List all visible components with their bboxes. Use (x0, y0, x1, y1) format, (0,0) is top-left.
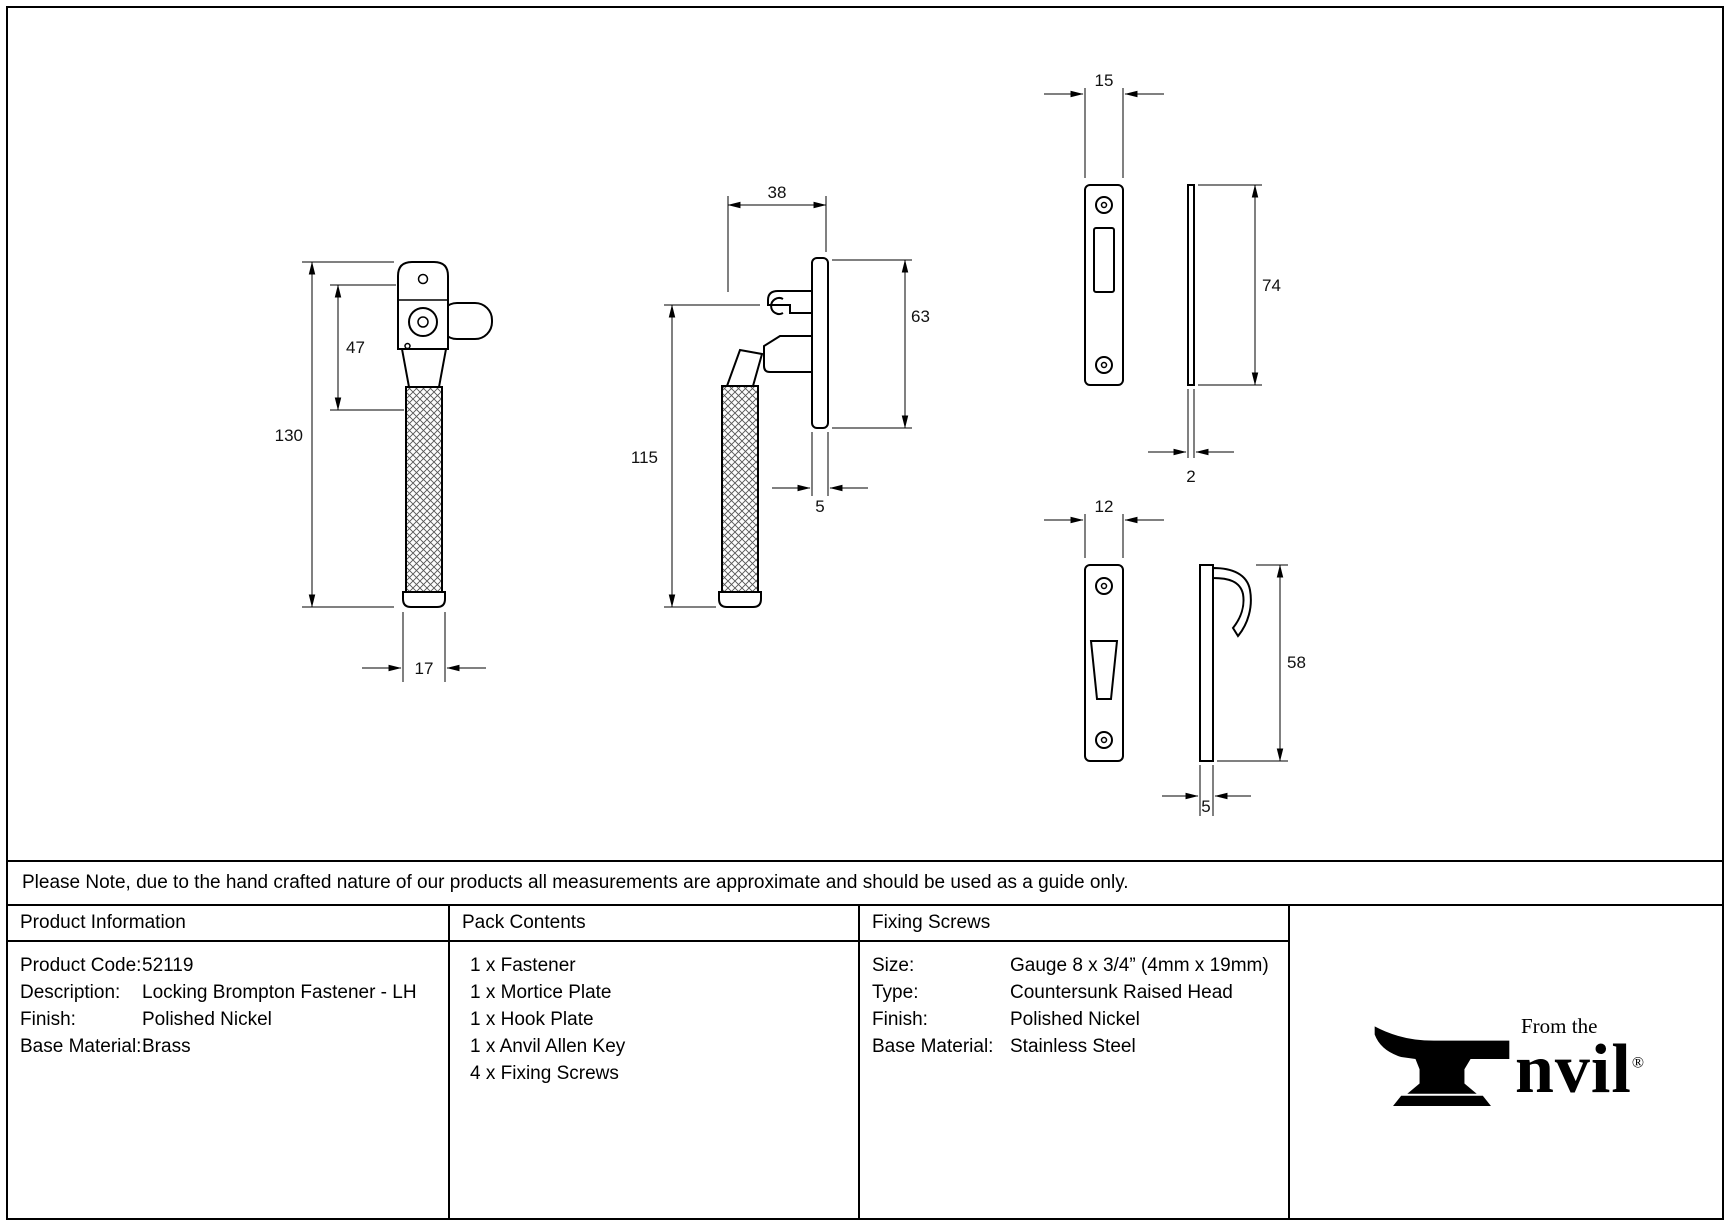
dim-side-plate-thickness: 5 (815, 497, 824, 516)
logo-text: From the nvil® (1515, 1013, 1645, 1108)
table-row: Base Material: Stainless Steel (872, 1033, 1276, 1060)
measurement-note: Please Note, due to the hand crafted nat… (8, 860, 1722, 906)
product-datasheet: 130 47 17 (6, 6, 1724, 1220)
dim-hook-thickness: 5 (1201, 797, 1210, 816)
row-value: Stainless Steel (1010, 1036, 1136, 1057)
dim-front-overall-height: 130 (275, 426, 303, 445)
hook-plate-views (1084, 564, 1252, 762)
fixing-screws-header: Fixing Screws (860, 906, 1288, 942)
dim-mortice-height: 74 (1262, 276, 1281, 295)
dim-side-plate-height: 63 (911, 307, 930, 326)
fastener-side-view (718, 257, 829, 608)
pack-contents-header: Pack Contents (450, 906, 858, 942)
table-row: Product Code: 52119 (20, 952, 436, 979)
dim-hook-width: 12 (1095, 497, 1114, 516)
table-row: Finish: Polished Nickel (872, 1006, 1276, 1033)
row-label: Finish: (872, 1009, 928, 1030)
row-value: Polished Nickel (142, 1009, 272, 1030)
row-label: Description: (20, 982, 121, 1003)
row-label: Base Material: (872, 1036, 994, 1057)
anvil-icon (1374, 1026, 1510, 1106)
product-information-body: Product Code: 52119 Description: Locking… (8, 942, 448, 1060)
row-value: 52119 (142, 955, 194, 976)
product-information-header: Product Information (8, 906, 448, 942)
fastener-side-dimension-lines (664, 196, 912, 608)
list-item: 1 x Mortice Plate (470, 982, 612, 1003)
brand-logo-cell: From the nvil® (1288, 906, 1722, 1218)
row-value: Brass (142, 1036, 191, 1057)
fixing-screws-column: Fixing Screws Size: Gauge 8 x 3/4” (4mm … (858, 906, 1288, 1218)
logo-wordmark: nvil® (1515, 1030, 1645, 1108)
table-row: Finish: Polished Nickel (20, 1006, 436, 1033)
logo-tagline: From the (1521, 1013, 1598, 1038)
technical-drawing: 130 47 17 (275, 71, 1306, 816)
fixing-screws-body: Size: Gauge 8 x 3/4” (4mm x 19mm) Type: … (860, 942, 1288, 1060)
row-label: Finish: (20, 1009, 76, 1030)
registered-mark: ® (1631, 1054, 1645, 1072)
list-item: 4 x Fixing Screws (470, 1063, 619, 1084)
hook-plate-dimension-lines (1044, 514, 1288, 816)
row-label: Product Code: (20, 955, 142, 976)
table-row: Base Material: Brass (20, 1033, 436, 1060)
mortice-plate-dimension-lines (1044, 88, 1262, 458)
dim-side-top-depth: 38 (768, 183, 787, 202)
dim-side-height: 115 (631, 448, 658, 467)
dim-front-handle-width: 17 (415, 659, 434, 678)
list-item: 1 x Hook Plate (470, 1009, 594, 1030)
fastener-front-view (397, 261, 493, 608)
dim-front-upper-section: 47 (346, 338, 365, 357)
brand-logo: From the nvil® (1367, 1006, 1645, 1118)
row-label: Size: (872, 955, 915, 976)
note-text: Please Note, due to the hand crafted nat… (22, 872, 1129, 893)
technical-drawing-area: 130 47 17 (8, 8, 1722, 860)
row-value: Polished Nickel (1010, 1009, 1140, 1030)
pack-contents-body: 1 x Fastener 1 x Mortice Plate 1 x Hook … (450, 942, 858, 1087)
list-item: 1 x Anvil Allen Key (470, 1036, 626, 1057)
table-row: Type: Countersunk Raised Head (872, 979, 1276, 1006)
mortice-plate-views (1084, 184, 1195, 386)
row-value: Countersunk Raised Head (1010, 982, 1233, 1003)
table-row: Description: Locking Brompton Fastener -… (20, 979, 436, 1006)
row-label: Type: (872, 982, 919, 1003)
row-value: Locking Brompton Fastener - LH (142, 982, 417, 1003)
dim-mortice-thickness: 2 (1186, 467, 1195, 486)
row-label: Base Material: (20, 1036, 142, 1057)
fastener-front-dimension-lines (302, 261, 486, 682)
dim-hook-height: 58 (1287, 653, 1306, 672)
row-value: Gauge 8 x 3/4” (4mm x 19mm) (1010, 955, 1269, 976)
spec-table: Product Information Product Code: 52119 … (8, 906, 1722, 1218)
pack-contents-column: Pack Contents 1 x Fastener 1 x Mortice P… (448, 906, 858, 1218)
list-item: 1 x Fastener (470, 955, 576, 976)
table-row: Size: Gauge 8 x 3/4” (4mm x 19mm) (872, 952, 1276, 979)
dim-mortice-width: 15 (1095, 71, 1114, 90)
product-information-column: Product Information Product Code: 52119 … (8, 906, 448, 1218)
